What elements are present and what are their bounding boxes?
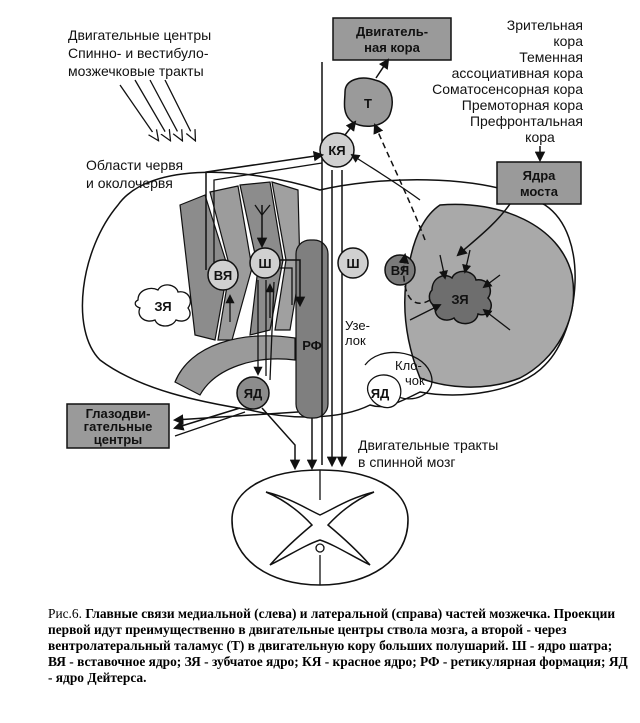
deiters-to-spinal-path <box>261 407 301 471</box>
fastigial-to-rf-path <box>280 259 306 308</box>
interpositus-to-red-nucleus-path <box>205 151 325 270</box>
motor-cortex-label-2: ная кора <box>364 40 420 55</box>
interpositus-right-label: ВЯ <box>391 263 409 278</box>
dentate-left-label: ЗЯ <box>154 299 171 314</box>
figure-caption: Рис.6. Главные связи медиальной (слева) … <box>48 606 632 686</box>
dentate-right-label: ЗЯ <box>451 292 468 307</box>
motor-cortex-box <box>332 17 452 61</box>
afferent-open-arrow <box>119 84 158 140</box>
hemisphere-to-dentate-arrow <box>482 308 511 331</box>
deiters-to-oculomotor-path <box>172 407 241 431</box>
central-canal <box>315 543 325 553</box>
lower-folium <box>174 335 296 396</box>
fastigial-left-label: Ш <box>258 256 271 271</box>
thalamus-node <box>343 77 393 127</box>
hemisphere-to-dentate-arrow <box>482 274 501 289</box>
motor-centers-label-2: Спинно- и вестибуло- <box>68 45 209 61</box>
oculomotor-label-1: Глазодви- <box>86 406 151 421</box>
reticular-formation-column <box>295 239 329 419</box>
cortex-list-item: Теменная <box>519 49 583 65</box>
pons-to-hemisphere-arrow <box>456 203 511 257</box>
red-nucleus-label: КЯ <box>328 143 345 158</box>
figure-caption-text: Главные связи медиальной (слева) и латер… <box>48 606 628 685</box>
oculomotor-centers-box <box>66 403 170 449</box>
motor-tracts-label-2: в спинной мозг <box>358 454 455 470</box>
motor-cortex-label-1: Двигатель- <box>356 24 428 39</box>
pons-label-2: моста <box>520 184 559 199</box>
afferent-open-arrow <box>134 79 170 140</box>
spinal-cord-section <box>231 469 409 586</box>
afferent-open-arrow <box>164 79 195 140</box>
vermis-label-2: и околочервя <box>86 175 173 191</box>
rf-to-oculomotor-path <box>172 411 299 425</box>
cortex-list-item: кора <box>525 129 555 145</box>
pons-nuclei-box <box>496 161 582 205</box>
interpositus-nucleus-left <box>207 259 239 291</box>
cortex-list-item: Соматосенсорная кора <box>432 81 583 97</box>
cortex-list-item: ассоциативная кора <box>452 65 584 81</box>
deiters-nucleus-right <box>366 374 402 409</box>
hemisphere-to-dentate-arrow <box>462 249 472 274</box>
fastigial-to-rf-path <box>280 267 293 305</box>
spinal-gray-matter <box>265 491 375 566</box>
deiters-left-label: ЯД <box>244 386 263 401</box>
cortex-list-item: Зрительная <box>507 17 583 33</box>
flocculus-label-2: чок <box>405 373 425 388</box>
motor-tracts-label-1: Двигательные тракты <box>358 437 498 453</box>
dentate-to-thalamus-dashed-path <box>373 123 426 241</box>
deiters-right-label: ЯД <box>371 386 390 401</box>
oculomotor-label-3: центры <box>94 432 142 447</box>
rf-label: РФ <box>302 338 322 353</box>
motor-centers-label-3: мозжечковые тракты <box>68 63 204 79</box>
thalamus-label: Т <box>364 96 372 111</box>
dentate-to-thalamus-dashed-path <box>398 252 431 305</box>
red-nucleus-to-thalamus-arrow <box>344 120 357 136</box>
fastigial-nucleus-right <box>337 247 369 279</box>
pons-label-1: Ядра <box>523 168 557 183</box>
vermis-to-fastigial-arrow <box>254 204 271 217</box>
motor-centers-label-1: Двигательные центры <box>68 27 211 43</box>
flocculus-outline <box>364 351 433 400</box>
dentate-nucleus-left <box>134 284 192 327</box>
oculomotor-label-2: гательные <box>84 419 153 434</box>
red-nucleus-node <box>319 132 355 168</box>
afferent-open-arrow <box>149 79 182 140</box>
interpositus-to-red-nucleus-path <box>213 162 323 270</box>
thalamus-to-cortex-arrow <box>375 58 390 79</box>
vermis-label-1: Области червя <box>86 157 183 173</box>
nodulus-label-1: Узе- <box>345 318 370 333</box>
cerebellum-connections-diagram: Двигатель- ная кора Т КЯ Зрительная кора… <box>66 17 584 586</box>
cortex-list-item: Премоторная кора <box>462 97 583 113</box>
fastigial-to-deiters-path <box>269 281 275 381</box>
figure-caption-prefix: Рис.6. <box>48 606 82 621</box>
fastigial-right-label: Ш <box>346 256 359 271</box>
hemisphere-to-dentate-arrow <box>409 304 442 321</box>
deiters-to-oculomotor-path <box>174 411 246 437</box>
vermis-folia <box>179 194 229 341</box>
cortex-list-item: Префронтальная <box>470 113 583 129</box>
deiters-nucleus-left <box>236 376 270 410</box>
cortex-list-item: кора <box>553 33 583 49</box>
interpositus-left-label: ВЯ <box>214 268 232 283</box>
flocculus-label-1: Кло- <box>395 358 422 373</box>
nodulus-label-2: лок <box>345 333 366 348</box>
hemisphere-to-dentate-arrow <box>439 254 448 280</box>
dentate-to-red-nucleus-path <box>350 154 421 201</box>
